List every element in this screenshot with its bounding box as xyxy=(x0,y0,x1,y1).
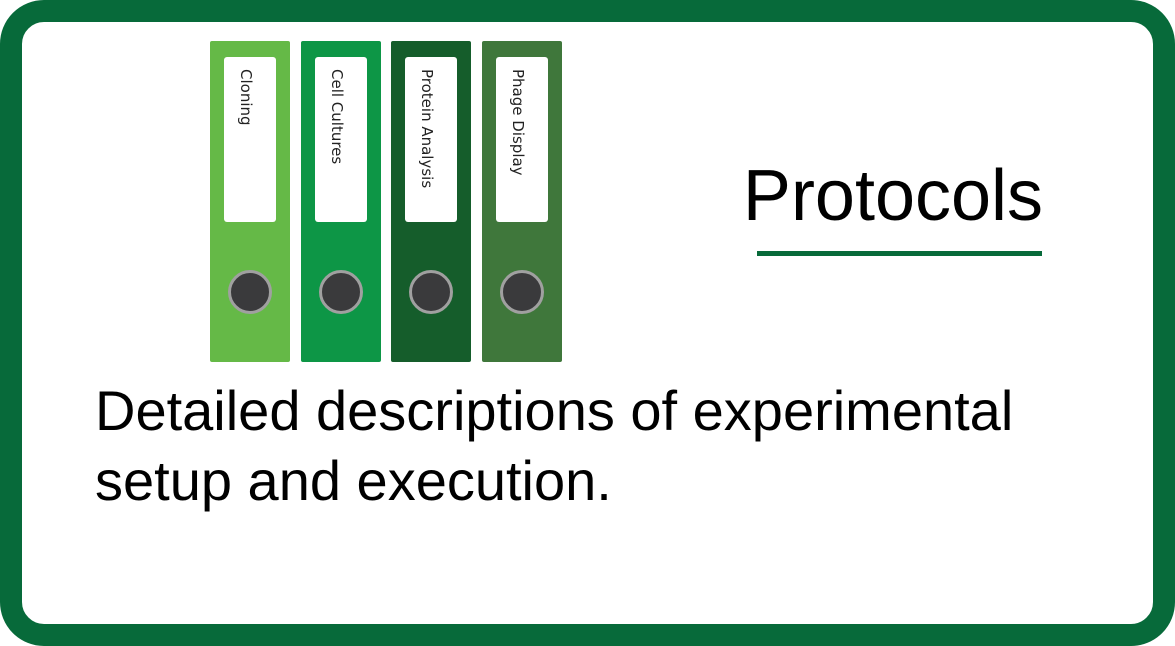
binder-label: Cell Cultures xyxy=(315,57,367,222)
card-title: Protocols xyxy=(742,156,1044,236)
binder-label-text: Cloning xyxy=(237,69,255,126)
binder-cell-cultures: Cell Cultures xyxy=(301,41,381,362)
binder-label-text: Phage Display xyxy=(509,69,527,176)
binder-cloning: Cloning xyxy=(210,41,290,362)
binder-phage-display: Phage Display xyxy=(482,41,562,362)
binder-ring-icon xyxy=(228,270,272,314)
binder-ring-icon xyxy=(500,270,544,314)
card-description: Detailed descriptions of experimental se… xyxy=(95,379,1014,512)
binder-ring-icon xyxy=(319,270,363,314)
title-underline xyxy=(757,251,1042,256)
binder-label-text: Cell Cultures xyxy=(328,69,346,165)
binder-protein-analysis: Protein Analysis xyxy=(391,41,471,362)
binder-ring-icon xyxy=(409,270,453,314)
binder-label-text: Protein Analysis xyxy=(418,69,436,189)
binder-label: Protein Analysis xyxy=(405,57,457,222)
binder-label: Phage Display xyxy=(496,57,548,222)
binder-label: Cloning xyxy=(224,57,276,222)
